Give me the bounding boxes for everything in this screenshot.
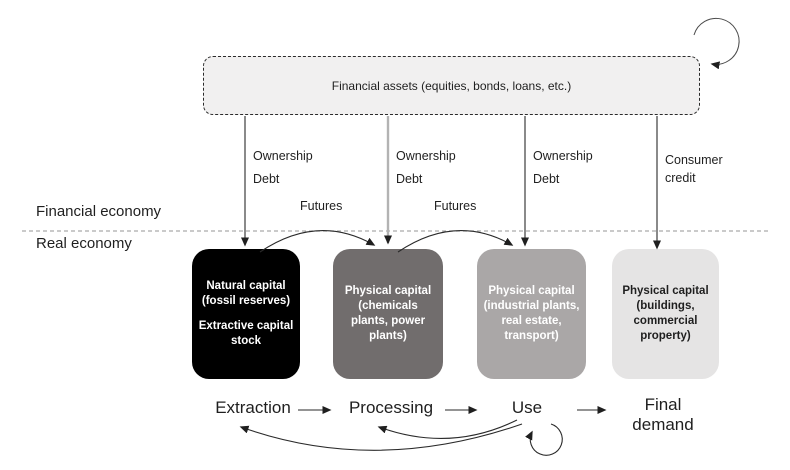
futures-label-2: Futures: [434, 199, 477, 213]
processing-label: Processing: [348, 398, 434, 417]
capital-box-text: Physical capital (buildings, commercial …: [622, 284, 709, 343]
use-self-loop-arrow: [525, 423, 563, 456]
ownership-label: Ownership: [533, 149, 593, 163]
financial-assets-self-loop-arrow: [693, 17, 740, 70]
financial-economy-label: Financial economy: [36, 203, 162, 220]
real-economy-label: Real economy: [36, 235, 132, 252]
extraction-label: Extraction: [215, 398, 291, 417]
futures-label-1: Futures: [300, 199, 343, 213]
ownership-debt-label-1: Ownership Debt: [253, 149, 313, 186]
capital-box-text: Extractive capital stock: [198, 319, 294, 347]
ownership-label: Ownership: [253, 149, 313, 163]
debt-label: Debt: [396, 172, 423, 186]
debt-label: Debt: [533, 172, 560, 186]
capital-box-physical-buildings: Physical capital (buildings, commercial …: [612, 249, 719, 379]
feedback-arc-use-to-processing: [377, 419, 518, 439]
financial-assets-label: Financial assets (equities, bonds, loans…: [331, 78, 572, 93]
capital-box-natural: Natural capital (fossil reserves) Extrac…: [192, 249, 300, 379]
capital-box-text: Natural capital (fossil reserves): [201, 280, 291, 308]
consumer-credit-label: Consumer credit: [665, 153, 723, 186]
ownership-debt-label-3: Ownership Debt: [533, 149, 593, 186]
capital-box-physical-chemicals: Physical capital (chemicals plants, powe…: [333, 249, 443, 379]
ownership-label: Ownership: [396, 149, 456, 163]
final-demand-label: Final demand: [632, 395, 694, 434]
capital-box-text: Physical capital (chemicals plants, powe…: [344, 284, 432, 343]
feedback-arc-use-to-extraction: [239, 423, 523, 451]
capital-box-text: Physical capital (industrial plants, rea…: [483, 284, 580, 343]
use-label: Use: [511, 398, 543, 417]
debt-label: Debt: [253, 172, 280, 186]
capital-box-physical-industrial: Physical capital (industrial plants, rea…: [477, 249, 586, 379]
ownership-debt-label-2: Ownership Debt: [396, 149, 456, 186]
financial-assets-box: Financial assets (equities, bonds, loans…: [203, 56, 700, 115]
